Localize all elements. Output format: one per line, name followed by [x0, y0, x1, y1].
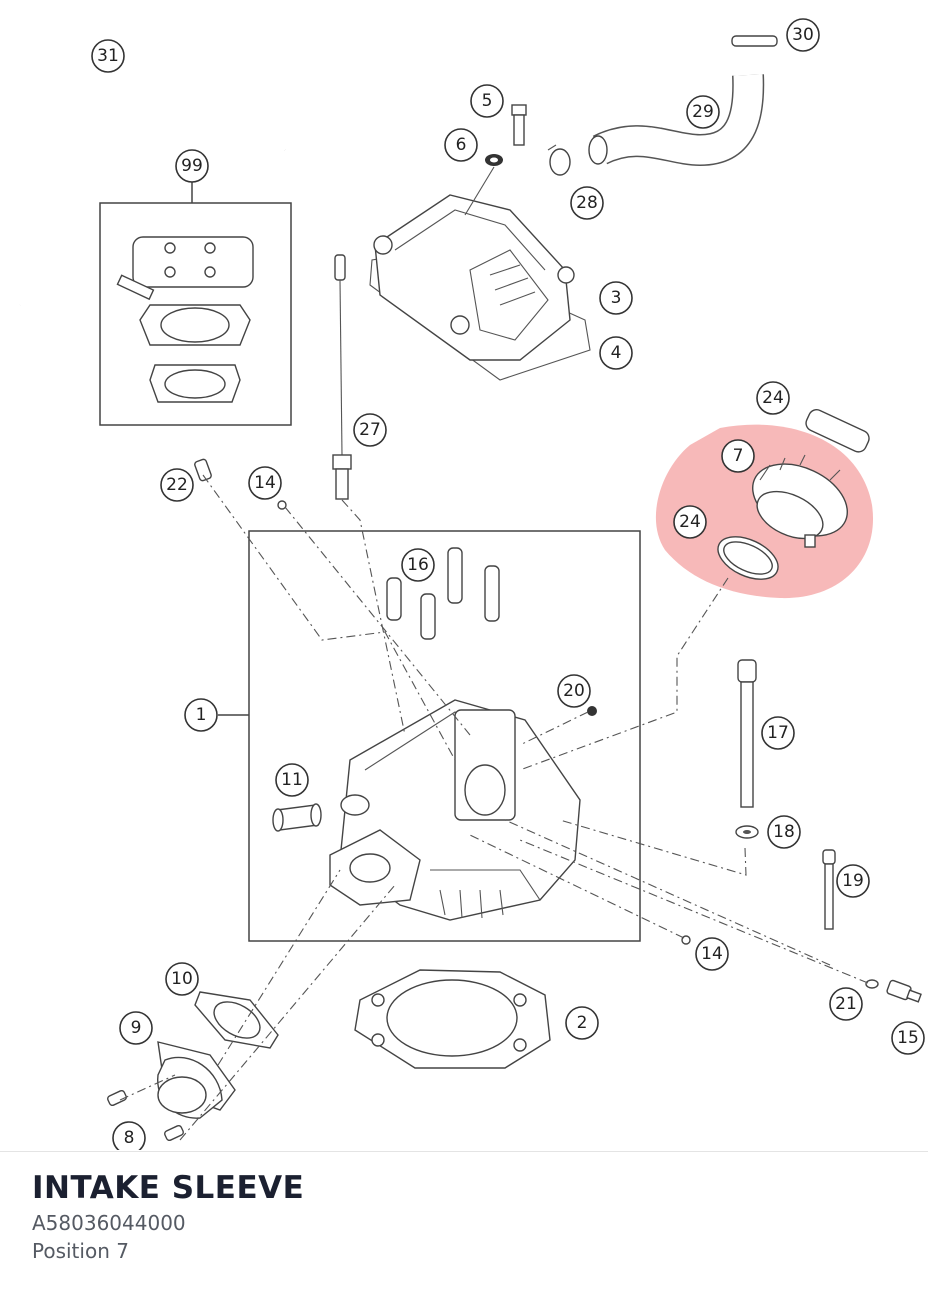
plug-part	[277, 500, 287, 510]
callout-11[interactable]: 11	[275, 763, 309, 797]
part-title: INTAKE SLEEVE	[32, 1170, 305, 1206]
callout-label: 6	[456, 135, 467, 155]
callout-label: 14	[254, 473, 276, 493]
callout-99[interactable]: 99	[175, 149, 209, 183]
callout-10[interactable]: 10	[165, 962, 199, 996]
callout-29[interactable]: 29	[686, 95, 720, 129]
callout-6[interactable]: 6	[444, 128, 478, 162]
gasket-set-part	[99, 182, 292, 426]
callout-24[interactable]: 24	[673, 505, 707, 539]
callout-label: 5	[482, 91, 493, 111]
callout-label: 8	[124, 1128, 135, 1148]
valve-guides-part	[386, 547, 500, 640]
callout-1[interactable]: 1	[184, 698, 218, 732]
callout-9[interactable]: 9	[119, 1011, 153, 1045]
breather-hose-part	[14, 2, 290, 307]
callout-label: 7	[733, 446, 744, 466]
callout-label: 15	[897, 1028, 919, 1048]
part-position: Position 7	[32, 1239, 129, 1263]
callout-label: 27	[359, 420, 381, 440]
cylinder-head-frame	[218, 530, 641, 942]
callout-28[interactable]: 28	[570, 186, 604, 220]
callout-label: 28	[576, 193, 598, 213]
callout-label: 1	[196, 705, 207, 725]
callout-18[interactable]: 18	[767, 815, 801, 849]
callout-8[interactable]: 8	[112, 1121, 146, 1150]
leader-lines	[119, 474, 869, 1141]
callout-2[interactable]: 2	[565, 1006, 599, 1040]
cylinder-head-part	[329, 699, 581, 921]
callout-30[interactable]: 30	[786, 18, 820, 52]
callout-label: 99	[181, 156, 203, 176]
callout-14[interactable]: 14	[695, 937, 729, 971]
callout-label: 9	[131, 1018, 142, 1038]
hose-clamp-top-part	[805, 409, 870, 453]
callout-4[interactable]: 4	[599, 336, 633, 370]
callout-label: 14	[701, 944, 723, 964]
plug-part	[587, 706, 597, 716]
callout-label: 17	[767, 723, 789, 743]
callout-label: 2	[577, 1013, 588, 1033]
dowel-sleeve-part	[272, 803, 322, 832]
callout-label: 19	[842, 871, 864, 891]
intake-flange-part	[107, 991, 279, 1142]
callout-14[interactable]: 14	[248, 466, 282, 500]
callout-label: 16	[407, 555, 429, 575]
part-info-panel: INTAKE SLEEVE A58036044000 Position 7	[0, 1151, 928, 1291]
stud-bolt-part	[735, 659, 759, 839]
callout-label: 4	[611, 343, 622, 363]
callout-21[interactable]: 21	[829, 987, 863, 1021]
callout-31[interactable]: 31	[91, 39, 125, 73]
clamp-part	[547, 144, 571, 176]
exploded-parts-diagram: 31 99 5 6 28 30 29 3 4 27 24 7 24 22 14 …	[14, 2, 925, 1150]
temperature-sensor-part	[865, 979, 922, 1003]
callout-16[interactable]: 16	[401, 548, 435, 582]
callout-label: 20	[563, 681, 585, 701]
callout-label: 30	[792, 25, 814, 45]
callout-19[interactable]: 19	[836, 864, 870, 898]
callout-label: 18	[773, 822, 795, 842]
callout-22[interactable]: 22	[160, 468, 194, 502]
callout-label: 11	[281, 770, 303, 790]
sensor-cable-part	[332, 254, 352, 500]
bolt-part	[194, 458, 212, 482]
intake-sleeve-part[interactable]	[741, 450, 859, 550]
callout-5[interactable]: 5	[470, 84, 504, 118]
callout-label: 24	[679, 512, 701, 532]
part-number: A58036044000	[32, 1211, 186, 1235]
callout-label: 22	[166, 475, 188, 495]
callout-label: 29	[692, 102, 714, 122]
callout-label: 3	[611, 288, 622, 308]
callout-20[interactable]: 20	[557, 674, 591, 708]
callout-15[interactable]: 15	[891, 1021, 925, 1055]
callout-3[interactable]: 3	[599, 281, 633, 315]
callout-label: 24	[762, 388, 784, 408]
bolt-part	[822, 849, 836, 930]
screw-part	[464, 104, 527, 216]
callout-27[interactable]: 27	[353, 413, 387, 447]
callout-label: 21	[835, 994, 857, 1014]
callout-24[interactable]: 24	[756, 381, 790, 415]
sensor-part	[731, 35, 778, 47]
hose-clamp-ring-part	[717, 536, 779, 580]
valve-cover-part	[369, 194, 591, 381]
callout-label: 31	[97, 46, 119, 66]
callout-label: 10	[171, 969, 193, 989]
callout-7[interactable]: 7	[721, 439, 755, 473]
head-gasket-part	[354, 969, 551, 1069]
hose-part	[588, 74, 765, 167]
callout-17[interactable]: 17	[761, 716, 795, 750]
